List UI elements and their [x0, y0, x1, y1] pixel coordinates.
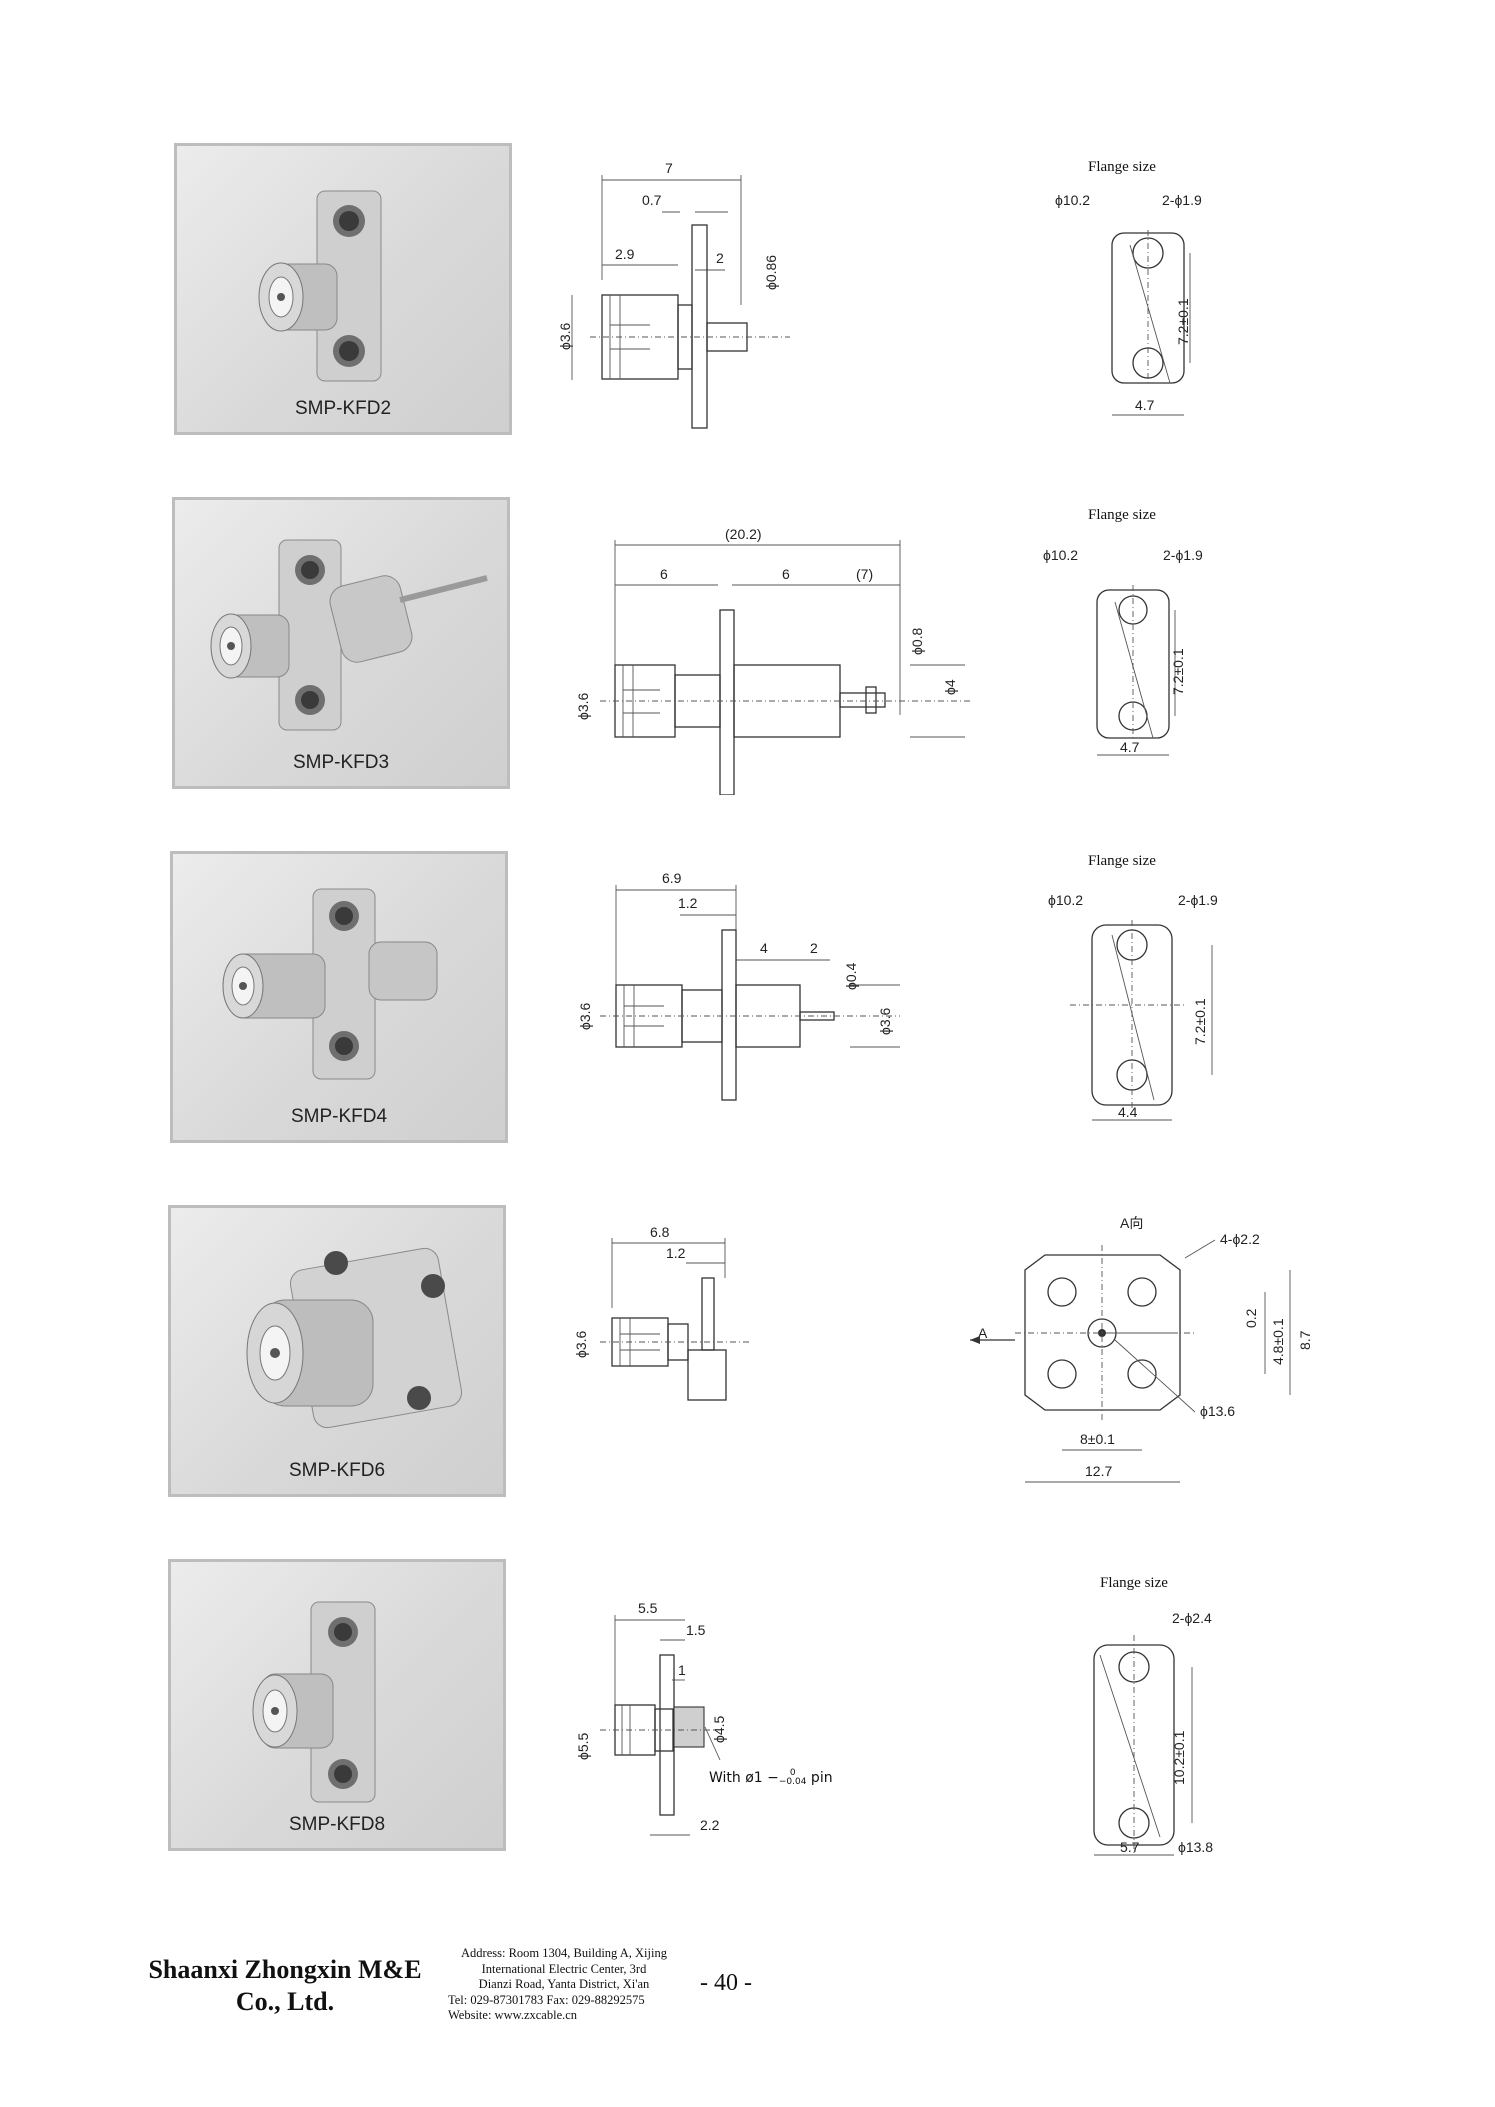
dim-overall-length: 6.8	[650, 1224, 670, 1240]
product-photo-kfd2: SMP-KFD2	[174, 143, 512, 435]
dim-pin-extension: 2.2	[700, 1817, 720, 1833]
flange-hole-spacing: 10.2±0.1	[1171, 1730, 1187, 1785]
dim-body-dia: ϕ3.6	[577, 1002, 593, 1030]
flange-width: 4.7	[1135, 397, 1155, 413]
product-photo-kfd6: SMP-KFD6	[168, 1205, 506, 1497]
dim-flange-thickness: 1.5	[686, 1622, 706, 1638]
dim-flange-offset: 1.2	[666, 1245, 686, 1261]
dim-pin-length: (7)	[856, 566, 873, 582]
connector-image	[246, 1247, 463, 1429]
flange-hole-spacing: 7.2±0.1	[1192, 998, 1208, 1045]
dim-body: 2.9	[615, 246, 635, 262]
flange-width: 12.7	[1085, 1463, 1112, 1479]
dim-pin-dia: ϕ0.86	[763, 255, 779, 290]
website: Website: www.zxcable.cn	[448, 2008, 578, 2022]
flange-diagonal-dia: ϕ13.6	[1200, 1403, 1235, 1419]
dimension-drawing-kfd6: 6.8 1.2 ϕ3.6	[573, 1224, 750, 1401]
flange-drawing-kfd4: ϕ10.2 2-ϕ1.9 7.2±0.1 4.4	[1048, 892, 1218, 1121]
flange-width: 4.4	[1118, 1104, 1138, 1120]
dimension-drawing-kfd3: (20.2) 6 6 (7) ϕ0.8 ϕ4 ϕ3.6	[575, 526, 970, 795]
dim-flange-offset: 0.7	[642, 192, 662, 208]
pin-note-prefix: With ø1 −	[709, 1770, 779, 1786]
flange-hole-spacing: 4.8±0.1	[1270, 1318, 1286, 1365]
flange-width: 5.7	[1120, 1839, 1140, 1855]
flange-drawing-kfd6: A向 4-ϕ2.2 A ϕ13.6 0.2 4.8±0.1 8.7 8±0.1 …	[970, 1215, 1313, 1483]
company-name: Shaanxi Zhongxin M&E Co., Ltd.	[130, 1954, 440, 2018]
dim-pin-dia: ϕ0.8	[909, 627, 925, 655]
product-label: SMP-KFD4	[290, 1106, 388, 1127]
connector-image	[222, 888, 438, 1080]
flange-drawing-kfd3: ϕ10.2 2-ϕ1.9 7.2±0.1 4.7	[1043, 547, 1203, 756]
flange-title: Flange size	[1088, 159, 1156, 175]
dim-body-dia: ϕ5.5	[575, 1732, 591, 1760]
dim-overall-length: 6.9	[662, 870, 682, 886]
phone-fax: Tel: 029-87301783 Fax: 029-88292575	[448, 1992, 645, 2007]
pin-note-upper-tol: 0	[789, 1768, 796, 1778]
connector-image	[210, 539, 488, 731]
dim-pin: 2	[810, 940, 818, 956]
dim-body-dia: ϕ3.6	[575, 692, 591, 720]
pin-note-lower-tol: −0.04	[778, 1777, 807, 1787]
pin-note-suffix: pin	[806, 1770, 833, 1786]
company-name-line2: Co., Ltd.	[235, 1987, 335, 2016]
product-label: SMP-KFD3	[292, 752, 390, 773]
dimension-drawing-kfd2: 7 0.7 2.9 2 ϕ0.86 ϕ3.6	[557, 160, 790, 429]
dim-body-dia: ϕ3.6	[573, 1330, 589, 1358]
dim-step: 1	[678, 1662, 686, 1678]
product-photo-kfd8: SMP-KFD8	[168, 1559, 506, 1851]
dimension-drawing-kfd4: 6.9 1.2 4 2 ϕ0.4 ϕ3.6 ϕ3.6	[577, 870, 900, 1101]
flange-drawing-kfd8: 2-ϕ2.4 10.2±0.1 5.7 ϕ13.8	[1093, 1610, 1213, 1856]
dim-overall-length: 5.5	[638, 1600, 658, 1616]
pin-note: With ø1 − 0−0.04 pin	[709, 1769, 833, 1787]
dim-flange-dia: ϕ4.5	[711, 1715, 727, 1743]
dim-front: 6	[660, 566, 668, 582]
dim-rear-body: 4	[760, 940, 768, 956]
flange-height: 8.7	[1297, 1330, 1313, 1350]
flange-outer-dia: ϕ10.2	[1048, 892, 1083, 908]
dim-body-dia: ϕ3.6	[557, 322, 573, 350]
flange-hole-spacing: 7.2±0.1	[1170, 648, 1186, 695]
dim-length: 7	[665, 160, 673, 176]
dim-pin-dia: ϕ0.4	[843, 962, 859, 990]
flange-hole-pitch: 8±0.1	[1080, 1431, 1115, 1447]
dim-overall-length: (20.2)	[725, 526, 762, 542]
address-line: Address: Room 1304, Building A, Xijing	[461, 1946, 667, 1960]
dim-mid: 6	[782, 566, 790, 582]
flange-outer-dia: ϕ10.2	[1043, 547, 1078, 563]
flange-hole-dia: 2-ϕ1.9	[1178, 892, 1218, 908]
address-line: Dianzi Road, Yanta District, Xi'an	[478, 1977, 650, 1991]
flange-drawing-kfd2: ϕ10.2 2-ϕ1.9 7.2±0.1 4.7	[1055, 192, 1202, 416]
flange-outer-dia: ϕ10.2	[1055, 192, 1090, 208]
dimension-drawing-kfd8: 5.5 1.5 1 ϕ5.5 ϕ4.5 2.2	[575, 1600, 727, 1836]
dim-outer-dia: ϕ4	[942, 679, 958, 695]
flange-title: Flange size	[1100, 1575, 1168, 1591]
product-label: SMP-KFD2	[294, 398, 392, 419]
flange-hole-dia: 2-ϕ1.9	[1163, 547, 1203, 563]
company-address: Address: Room 1304, Building A, Xijing I…	[448, 1946, 680, 2024]
address-line: International Electric Center, 3rd	[481, 1961, 647, 1976]
flange-diagonal-dia: ϕ13.8	[1178, 1839, 1213, 1855]
dim-flange: 2	[716, 250, 724, 266]
connector-image	[258, 190, 382, 382]
flange-hole-dia: 4-ϕ2.2	[1220, 1231, 1260, 1247]
flange-title: Flange size	[1088, 853, 1156, 869]
view-a-label: A向	[1120, 1215, 1143, 1231]
flange-title: Flange size	[1088, 507, 1156, 523]
page-number: - 40 -	[700, 1970, 752, 1996]
view-arrow-label: A	[978, 1325, 988, 1341]
dim-flange-offset: 1.2	[678, 895, 698, 911]
flange-offset: 0.2	[1243, 1308, 1259, 1328]
flange-width: 4.7	[1120, 739, 1140, 755]
flange-hole-spacing: 7.2±0.1	[1175, 298, 1191, 345]
connector-image	[252, 1601, 376, 1803]
product-photo-kfd3: SMP-KFD3	[172, 497, 510, 789]
flange-hole-dia: 2-ϕ2.4	[1172, 1610, 1212, 1626]
dim-rear-dia: ϕ3.6	[877, 1007, 893, 1035]
product-label: SMP-KFD8	[288, 1814, 386, 1835]
product-photo-kfd4: SMP-KFD4	[170, 851, 508, 1143]
flange-hole-dia: 2-ϕ1.9	[1162, 192, 1202, 208]
company-name-line1: Shaanxi Zhongxin M&E	[148, 1955, 422, 1984]
product-label: SMP-KFD6	[288, 1460, 386, 1481]
